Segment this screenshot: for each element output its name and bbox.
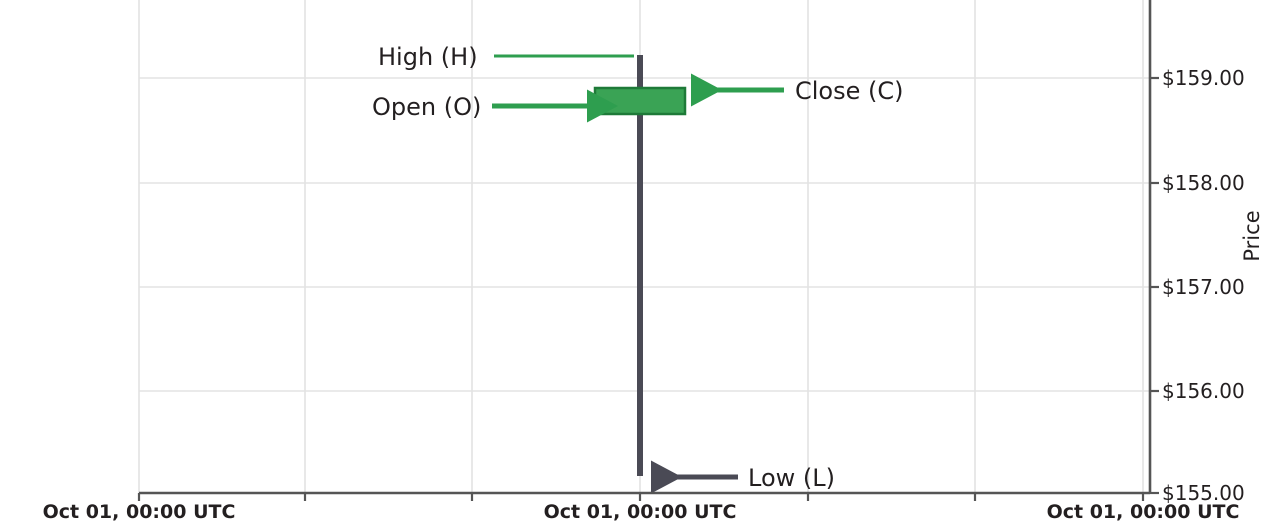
annotation-label-high: High (H) bbox=[378, 43, 478, 71]
horizontal-gridlines bbox=[139, 77, 1150, 392]
x-tick-label-0: Oct 01, 00:00 UTC bbox=[42, 501, 236, 523]
vertical-gridlines bbox=[138, 0, 1144, 493]
y-axis-title: Price bbox=[1240, 210, 1264, 262]
plot-background bbox=[139, 0, 1150, 493]
annotation-label-close: Close (C) bbox=[795, 77, 904, 105]
y-tick-label-156: $156.00 bbox=[1162, 379, 1245, 403]
annotation-label-open: Open (O) bbox=[372, 93, 482, 121]
y-tick-label-159: $159.00 bbox=[1162, 66, 1245, 90]
chart-canvas bbox=[137, 0, 1159, 501]
y-axis-ticks bbox=[1150, 76, 1159, 495]
y-tick-label-155: $155.00 bbox=[1162, 481, 1245, 505]
annotation-label-low: Low (L) bbox=[748, 464, 835, 492]
x-axis-ticks bbox=[137, 493, 1145, 501]
y-tick-label-157: $157.00 bbox=[1162, 275, 1245, 299]
x-tick-label-1: Oct 01, 00:00 UTC bbox=[543, 501, 737, 523]
candle-body-bullish bbox=[593, 86, 687, 116]
y-tick-label-158: $158.00 bbox=[1162, 171, 1245, 195]
candlestick-annotation-chart: $159.00 $158.00 $157.00 $156.00 $155.00 … bbox=[43, 0, 1264, 522]
x-tick-label-2: Oct 01, 00:00 UTC bbox=[1046, 501, 1240, 523]
annotation-lines bbox=[492, 54, 784, 494]
